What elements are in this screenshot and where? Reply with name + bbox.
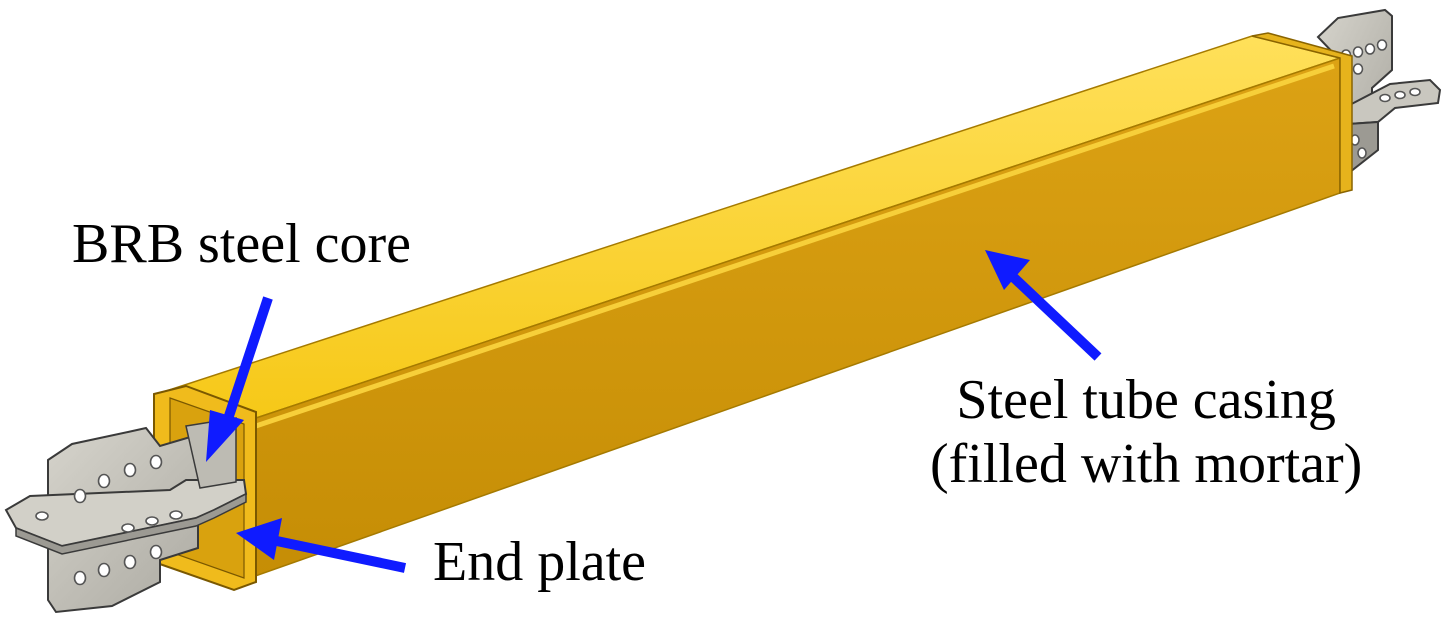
bolt-hole [1352, 46, 1364, 58]
bolt-hole [123, 462, 137, 478]
bolt-hole [149, 544, 163, 560]
bolt-hole [1409, 87, 1421, 97]
arrow-steel-core [206, 296, 273, 462]
arrow-end-plate [236, 518, 407, 573]
label-brb-steel-core: BRB steel core [72, 213, 412, 275]
bolt-hole [1364, 43, 1376, 55]
bolt-hole [73, 488, 87, 504]
label-casing-line2: (filled with mortar) [930, 433, 1363, 495]
arrow-icon [206, 410, 244, 462]
bolt-hole [73, 570, 87, 586]
tube-edge-highlight [249, 63, 1335, 431]
left-core-assembly [4, 417, 248, 614]
bolt-hole [123, 554, 137, 570]
arrow-icon [985, 250, 1030, 290]
bolt-hole [1352, 63, 1364, 75]
steel-tube-casing [153, 32, 1353, 592]
arrow-icon [236, 518, 282, 560]
right-bolt-holes [1340, 39, 1421, 159]
right-end-plate [1251, 32, 1353, 194]
right-core-assembly [1316, 8, 1442, 174]
bolt-hole [1376, 39, 1388, 51]
bolt-hole [149, 454, 163, 470]
arrow-tube-casing [985, 250, 1102, 361]
bolt-hole [1357, 147, 1367, 159]
bolt-hole [97, 562, 111, 578]
bolt-hole [121, 523, 135, 533]
bolt-hole [169, 510, 183, 520]
bolt-hole [35, 511, 49, 521]
label-steel-tube-casing: Steel tube casing (filled with mortar) [930, 368, 1362, 496]
label-end-plate: End plate [433, 531, 647, 593]
left-core-flange-edge [15, 492, 247, 555]
bolt-hole [97, 473, 111, 489]
bolt-hole [145, 516, 159, 526]
bolt-hole [1394, 90, 1406, 100]
bolt-hole [1379, 93, 1391, 103]
label-casing-line1: Steel tube casing [956, 369, 1336, 431]
left-bolt-holes [35, 454, 183, 586]
